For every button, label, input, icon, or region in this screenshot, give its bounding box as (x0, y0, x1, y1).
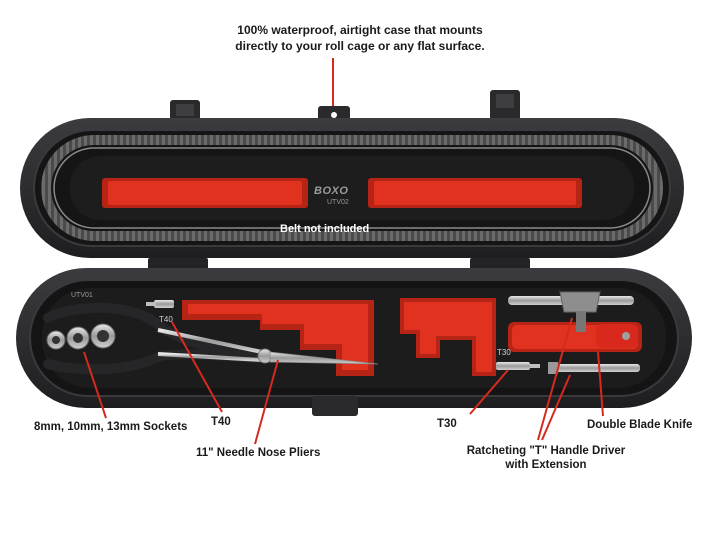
case-lid (20, 118, 684, 258)
t40-bit (146, 300, 174, 308)
driver-label: Ratcheting "T" Handle Driver with Extens… (455, 444, 637, 472)
drive-belt (41, 135, 663, 241)
brand-logo-text: BOXO (314, 185, 349, 197)
pliers-pointer (254, 359, 279, 445)
driver-label-line-2: with Extension (505, 459, 587, 471)
driver-extension (548, 362, 640, 374)
base-red-insert-center (182, 298, 496, 376)
knife-label: Double Blade Knife (587, 419, 693, 431)
callout-lines (83, 317, 604, 445)
t30-foam-mark: T30 (497, 348, 511, 357)
sockets-pointer (83, 351, 107, 419)
double-blade-knife (596, 324, 638, 348)
t40-pointer (171, 321, 223, 413)
lid-latch-right (490, 90, 520, 126)
driver-pointer-handle (537, 317, 573, 441)
driver-pointer-extension (541, 374, 571, 441)
sockets (46, 323, 116, 350)
top-caption-line-2: directly to your roll cage or any flat s… (235, 39, 485, 53)
lid-model-text: UTV02 (327, 199, 349, 206)
t30-label: T30 (437, 418, 457, 430)
t30-bit (496, 362, 540, 370)
driver-label-line-1: Ratcheting "T" Handle Driver (466, 445, 626, 457)
lid-red-slot-right (368, 178, 582, 208)
lid-red-slot-left (102, 178, 308, 208)
base-latch (312, 396, 358, 416)
top-caption: 100% waterproof, airtight case that moun… (0, 22, 720, 54)
top-caption-line-1: 100% waterproof, airtight case that moun… (237, 23, 483, 37)
t30-pointer (469, 369, 509, 415)
sockets-label: 8mm, 10mm, 13mm Sockets (34, 421, 188, 433)
pliers-label: 11" Needle Nose Pliers (196, 447, 321, 459)
t40-label: T40 (211, 416, 231, 428)
t-handle-driver (508, 291, 634, 332)
needle-nose-pliers (43, 302, 379, 375)
base-model-text: UTV01 (71, 292, 93, 299)
t40-foam-mark: T40 (159, 315, 173, 324)
belt-not-included-note: Belt not included (280, 223, 370, 235)
knife-pointer (597, 351, 604, 417)
